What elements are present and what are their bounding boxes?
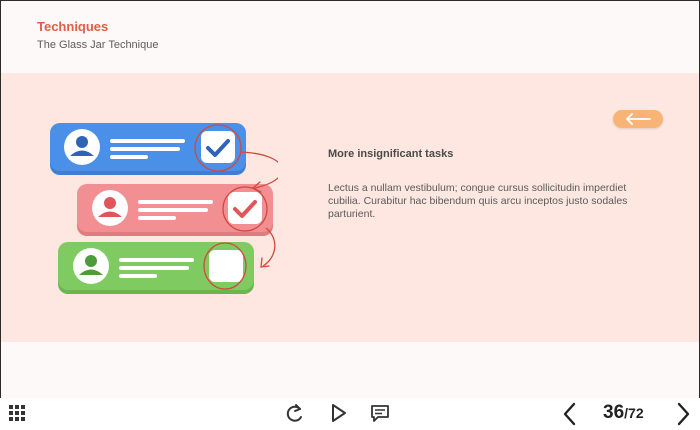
current-page: 36: [603, 402, 625, 423]
slide-subtitle: The Glass Jar Technique: [37, 39, 159, 51]
section-title: Techniques: [37, 19, 109, 34]
total-pages: /72: [624, 405, 644, 421]
next-arrow-icon[interactable]: [673, 401, 693, 427]
captions-icon[interactable]: [370, 401, 390, 425]
slide-header: Techniques The Glass Jar Technique: [37, 19, 158, 51]
page-counter: 36/72: [603, 402, 644, 424]
prev-arrow-icon[interactable]: [560, 401, 580, 427]
play-icon[interactable]: [330, 401, 348, 425]
task-card-2: [77, 184, 273, 236]
back-button[interactable]: [613, 110, 663, 128]
content-heading: More insignificant tasks: [328, 148, 454, 160]
checkbox-empty: [209, 250, 243, 282]
content-body: Lectus a nullam vestibulum; congue cursu…: [328, 182, 628, 220]
task-card-1: [50, 123, 246, 175]
annotation-arrow-1: [240, 151, 278, 189]
replay-icon[interactable]: [285, 401, 305, 425]
task-card-3: [58, 242, 254, 294]
grid-menu-icon[interactable]: [8, 404, 26, 422]
content-panel: More insignificant tasks Lectus a nullam…: [328, 148, 628, 221]
annotation-arrow-2: [262, 227, 276, 267]
task-list-illustration: [50, 123, 278, 294]
checkbox-checked: [228, 192, 262, 224]
checkbox-checked: [201, 131, 235, 163]
player-toolbar: [0, 398, 700, 430]
back-arrow-icon: [626, 113, 651, 125]
